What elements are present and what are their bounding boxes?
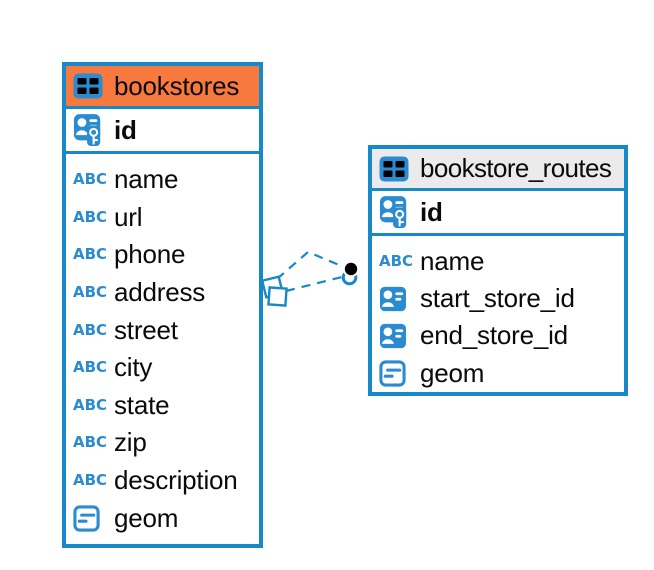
column-label: description <box>114 465 238 496</box>
column-row-description[interactable]: ABC description <box>66 462 259 500</box>
text-type-icon: ABC <box>73 358 108 377</box>
table-bookstore-routes[interactable]: bookstore_routes id ABC name start_store… <box>368 145 628 396</box>
primary-key-label: id <box>420 196 443 227</box>
text-type-icon: ABC <box>73 245 108 264</box>
column-label: state <box>114 389 170 420</box>
column-label: url <box>114 201 143 232</box>
column-row-url[interactable]: ABC url <box>66 199 259 237</box>
reference-type-icon <box>379 323 413 349</box>
table-header-bookstores[interactable]: bookstores <box>66 66 259 109</box>
text-type-icon: ABC <box>73 170 108 189</box>
column-label: address <box>114 277 206 308</box>
column-row-geom[interactable]: geom <box>66 499 259 537</box>
text-type-icon: ABC <box>73 283 108 302</box>
column-row-id[interactable]: id <box>372 191 624 236</box>
column-label: phone <box>114 239 186 270</box>
text-type-icon: ABC <box>73 395 108 414</box>
column-label: start_store_id <box>420 283 575 314</box>
column-row-zip[interactable]: ABC zip <box>66 424 259 462</box>
column-label: geom <box>420 357 485 388</box>
text-type-icon: ABC <box>379 252 414 271</box>
text-type-icon: ABC <box>73 207 108 226</box>
reference-type-icon <box>379 286 413 312</box>
column-list: ABC name ABC url ABC phone ABC address A… <box>66 154 259 544</box>
column-label: geom <box>114 502 179 533</box>
text-type-icon: ABC <box>73 320 108 339</box>
column-list: ABC name start_store_id end_store_id ge <box>372 236 624 392</box>
geometry-type-icon <box>379 360 413 387</box>
column-label: name <box>114 164 179 195</box>
column-label: name <box>420 246 485 277</box>
column-label: zip <box>114 427 147 458</box>
column-row-end-store-id[interactable]: end_store_id <box>372 317 624 354</box>
primary-key-icon <box>73 113 107 147</box>
relationship-source-anchor-squares[interactable] <box>260 275 288 307</box>
column-row-address[interactable]: ABC address <box>66 274 259 312</box>
primary-key-label: id <box>114 114 137 145</box>
text-type-icon: ABC <box>73 471 108 490</box>
text-type-icon: ABC <box>73 433 108 452</box>
column-label: city <box>114 352 153 383</box>
column-row-name[interactable]: ABC name <box>372 243 624 280</box>
column-row-id[interactable]: id <box>66 109 259 154</box>
table-icon <box>379 156 413 182</box>
table-icon <box>73 73 107 99</box>
table-title: bookstores <box>114 70 240 101</box>
column-row-name[interactable]: ABC name <box>66 161 259 199</box>
primary-key-icon <box>379 195 413 229</box>
table-header-bookstore-routes[interactable]: bookstore_routes <box>372 149 624 191</box>
table-bookstores[interactable]: bookstores id ABC name ABC url ABC phone… <box>62 62 263 548</box>
column-row-geom[interactable]: geom <box>372 355 624 392</box>
column-row-city[interactable]: ABC city <box>66 349 259 387</box>
column-label: street <box>114 314 178 345</box>
column-row-street[interactable]: ABC street <box>66 311 259 349</box>
table-title: bookstore_routes <box>420 153 612 183</box>
relationship-line-lower[interactable] <box>285 275 343 293</box>
column-row-start-store-id[interactable]: start_store_id <box>372 280 624 317</box>
column-row-state[interactable]: ABC state <box>66 387 259 425</box>
relationship-line-upper[interactable] <box>276 250 345 280</box>
geometry-type-icon <box>73 505 107 532</box>
column-row-phone[interactable]: ABC phone <box>66 236 259 274</box>
relationship-target-anchor-circles[interactable] <box>341 260 360 286</box>
column-label: end_store_id <box>420 320 568 351</box>
